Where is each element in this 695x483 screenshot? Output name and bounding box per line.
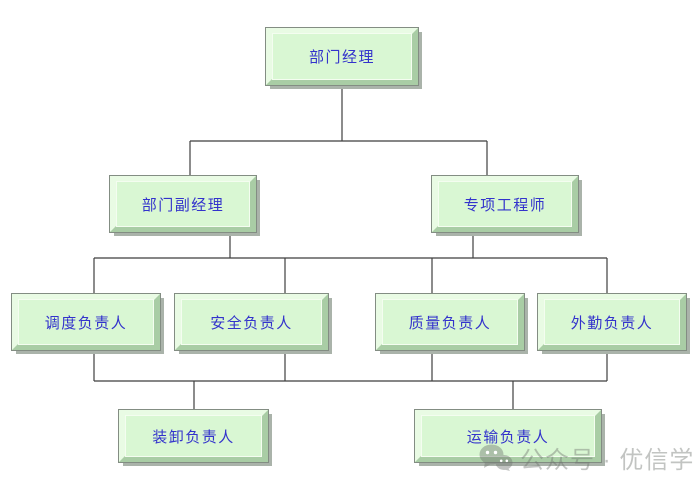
org-node-dispatch-lead: 调度负责人 (11, 293, 161, 351)
watermark: 公众号 · 优信学社 (479, 440, 695, 475)
org-node-label: 部门经理 (308, 50, 375, 66)
org-node-quality-lead: 质量负责人 (375, 293, 525, 351)
org-node-face: 调度负责人 (18, 299, 154, 345)
connector-level3-level4 (93, 350, 608, 410)
org-node-label: 装卸负责人 (152, 429, 235, 446)
org-node-deputy-department-manager: 部门副经理 (109, 175, 257, 233)
org-node-face: 安全负责人 (181, 299, 322, 345)
org-node-loading-unloading-lead: 装卸负责人 (118, 409, 269, 463)
org-node-label: 安全负责人 (210, 315, 293, 332)
org-node-face: 质量负责人 (382, 299, 518, 345)
org-node-label: 外勤负责人 (570, 315, 654, 332)
org-node-label: 部门副经理 (141, 197, 225, 214)
org-node-face: 装卸负责人 (125, 415, 262, 457)
org-node-face: 外勤负责人 (544, 299, 680, 345)
org-node-face: 运输负责人 (421, 415, 595, 457)
org-node-label: 专项工程师 (463, 197, 547, 214)
connector-level1-level2 (189, 85, 488, 176)
org-node-field-ops-lead: 外勤负责人 (537, 293, 687, 351)
wechat-icon (479, 444, 513, 471)
org-node-department-manager: 部门经理 (265, 27, 419, 86)
org-node-safety-lead: 安全负责人 (174, 293, 329, 351)
org-node-label: 调度负责人 (44, 315, 128, 332)
org-node-special-project-engineer: 专项工程师 (431, 175, 579, 233)
org-node-label: 运输负责人 (466, 429, 550, 446)
connector-level2-level3 (93, 232, 608, 294)
org-node-face: 专项工程师 (438, 181, 572, 227)
watermark-text: 公众号 · 优信学社 (520, 447, 695, 474)
org-node-face: 部门副经理 (116, 181, 250, 227)
org-node-label: 质量负责人 (408, 315, 492, 332)
org-node-face: 部门经理 (272, 33, 412, 80)
org-node-transport-lead: 运输负责人 (414, 409, 602, 463)
